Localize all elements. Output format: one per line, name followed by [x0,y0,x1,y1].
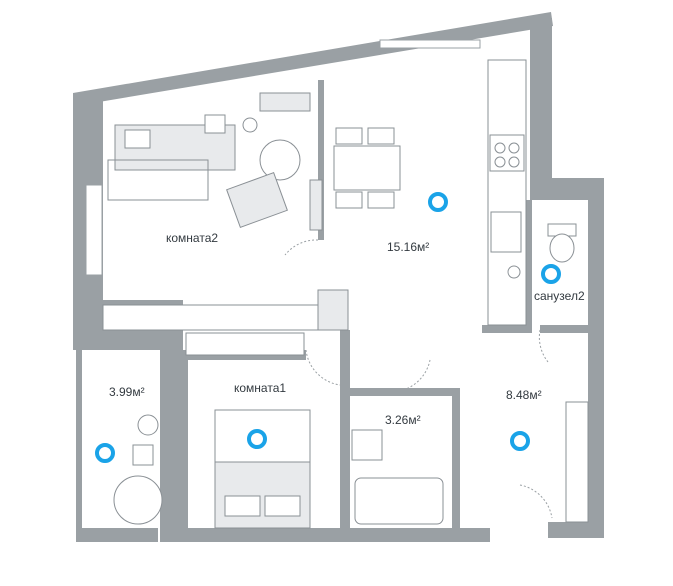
room-label-wc: санузел2 [534,289,585,303]
room-marker-hall[interactable] [510,431,530,451]
chair [367,127,395,145]
wall-bottom-left [76,528,158,542]
burner [508,142,520,154]
balcony-furniture [113,414,163,525]
tv-stand [309,179,323,231]
window-top [379,39,481,49]
doors [167,239,553,519]
wall-wc-bottom [540,325,590,333]
pillow [224,495,261,517]
wardrobe-1 [102,304,319,331]
cushion [204,114,226,134]
room-marker-room1[interactable] [247,429,267,449]
furniture-room2 [107,92,323,231]
bathroom [351,429,444,525]
wall-bottom-mid [160,528,490,542]
room-marker-living[interactable] [428,192,448,212]
hall-furniture [565,401,589,523]
door-swing [519,484,553,519]
bed [214,461,311,529]
wall-right-step [530,178,604,200]
dining-table [333,145,401,191]
wardrobe [565,401,589,523]
armchair [259,139,301,181]
room-area-balcony: 3.99м² [109,385,145,399]
burner [508,156,520,168]
room-marker-balcony[interactable] [95,443,115,463]
wall-bottom-right [548,522,604,538]
kitchen-counter [487,59,527,326]
wardrobe-3 [317,289,349,331]
room-label-room1: комната1 [234,381,287,395]
wall-left-lower [76,350,82,540]
room1-furniture [214,409,311,529]
room-area-bath: 3.26м² [385,413,421,427]
room-marker-wc[interactable] [541,264,561,284]
window-left [85,184,103,276]
wardrobe-strip [102,289,349,356]
kitchen [487,59,527,326]
bathtub [354,477,444,525]
stove [489,134,525,172]
wall-right-outer [588,178,604,538]
door-swing [167,364,187,406]
wall-top-diagonal [73,12,553,104]
wall-interior-1 [318,80,324,240]
washbasin [351,429,383,461]
wall-wc-left [524,200,532,330]
desk [226,172,288,228]
wall-right-upper [530,18,552,178]
chair [335,127,363,145]
wardrobe-2 [185,332,305,356]
sink [490,211,522,253]
washing-machine [507,265,521,279]
cushion [124,129,151,149]
shelf [259,92,311,112]
side-table [132,444,154,466]
rug [107,159,209,201]
door-swing [305,349,341,386]
door-swing [391,359,431,393]
room-label-room2: комната2 [166,231,219,245]
dining [333,127,401,209]
wc [547,223,577,263]
wall-bath-top [340,388,460,396]
plant-icon [137,414,159,436]
chair [367,191,395,209]
armchair [113,475,163,525]
plant-icon [242,117,258,133]
toilet-bowl [549,233,575,263]
door-swing [538,329,549,363]
door-swing [284,239,319,256]
room-area-living: 15.16м² [387,240,430,254]
wall-bath-left [340,330,350,530]
burner [494,156,506,168]
chair [335,191,363,209]
room-area-hall: 8.48м² [506,388,542,402]
pillow [264,495,301,517]
wall-bath-right [452,388,460,528]
wall-kitchen-bottom [482,325,532,333]
wall-balcony [160,350,188,530]
burner [494,142,506,154]
